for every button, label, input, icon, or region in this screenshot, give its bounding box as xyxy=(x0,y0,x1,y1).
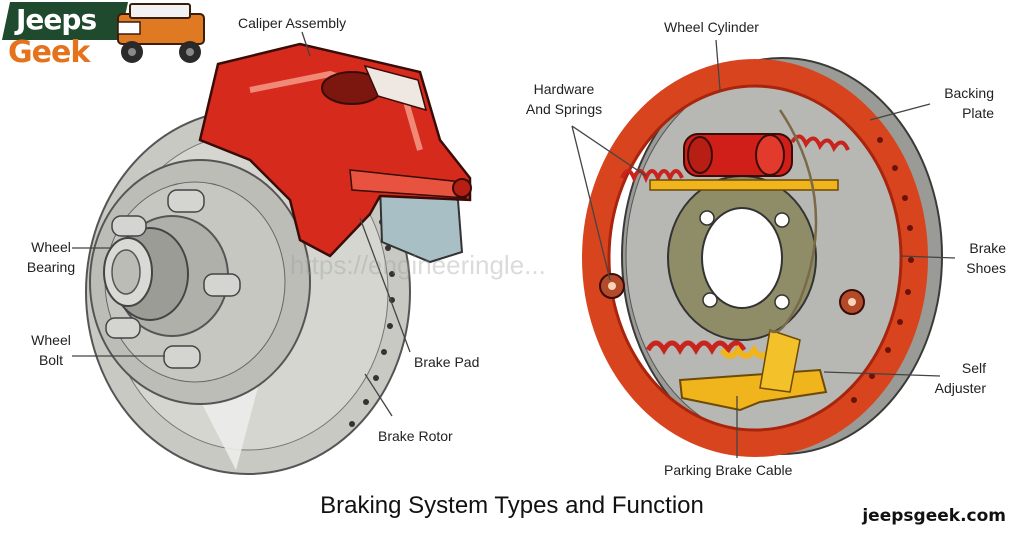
label-wheel-bolt-line1: Wheel xyxy=(31,332,71,348)
shoe-rivets xyxy=(851,137,914,403)
label-wheel-bearing: Wheel Bearing xyxy=(22,237,80,277)
label-self-adjuster: Self Adjuster xyxy=(920,358,986,398)
parking-brake-cable-line xyxy=(769,109,818,334)
label-backing-line1: Backing xyxy=(944,85,994,101)
label-hardware-line2: And Springs xyxy=(525,101,603,117)
label-wheel-bearing-line1: Wheel xyxy=(31,239,71,255)
label-adjuster-line1: Self xyxy=(961,360,986,376)
watermark-text: https://engineeringle... xyxy=(290,250,546,280)
wheel-cylinder xyxy=(683,133,793,177)
label-shoes-line2: Shoes xyxy=(966,260,1006,276)
wheel-bolts xyxy=(105,189,241,369)
label-caliper-assembly: Caliper Assembly xyxy=(238,15,347,31)
center-hole xyxy=(701,207,783,309)
upper-spring-left xyxy=(620,169,684,184)
jeep-icon xyxy=(117,3,205,63)
label-wheel-bolt-line2: Bolt xyxy=(38,352,64,368)
label-backing-plate: Backing Plate xyxy=(920,83,994,123)
label-brake-shoes: Brake Shoes xyxy=(940,238,1006,278)
label-adjuster-line2: Adjuster xyxy=(934,380,986,396)
upper-spring-right xyxy=(790,134,850,153)
site-url: jeepsgeek.com xyxy=(862,506,1006,526)
brake-shoes xyxy=(582,59,928,457)
jeepsgeek-logo: Jeeps Geek xyxy=(0,0,215,72)
label-wheel-cylinder: Wheel Cylinder xyxy=(664,19,759,35)
lower-spring xyxy=(645,340,747,356)
leader-lines xyxy=(72,31,956,458)
label-parking-brake-cable: Parking Brake Cable xyxy=(664,462,793,478)
label-hardware-line1: Hardware xyxy=(533,81,595,97)
drum-brake-illustration xyxy=(582,57,943,457)
label-brake-rotor: Brake Rotor xyxy=(378,428,453,444)
label-brake-pad: Brake Pad xyxy=(414,354,480,370)
logo-word-jeeps: Jeeps xyxy=(16,3,97,36)
label-hardware-springs: Hardware And Springs xyxy=(510,79,618,119)
label-wheel-bolt: Wheel Bolt xyxy=(22,330,80,370)
page-title: Braking System Types and Function xyxy=(320,492,704,519)
label-shoes-line1: Brake xyxy=(969,240,1006,256)
label-backing-line2: Plate xyxy=(962,105,994,121)
disc-brake-illustration xyxy=(85,42,472,475)
logo-word-geek: Geek xyxy=(8,35,90,70)
label-wheel-bearing-line2: Bearing xyxy=(26,259,76,275)
